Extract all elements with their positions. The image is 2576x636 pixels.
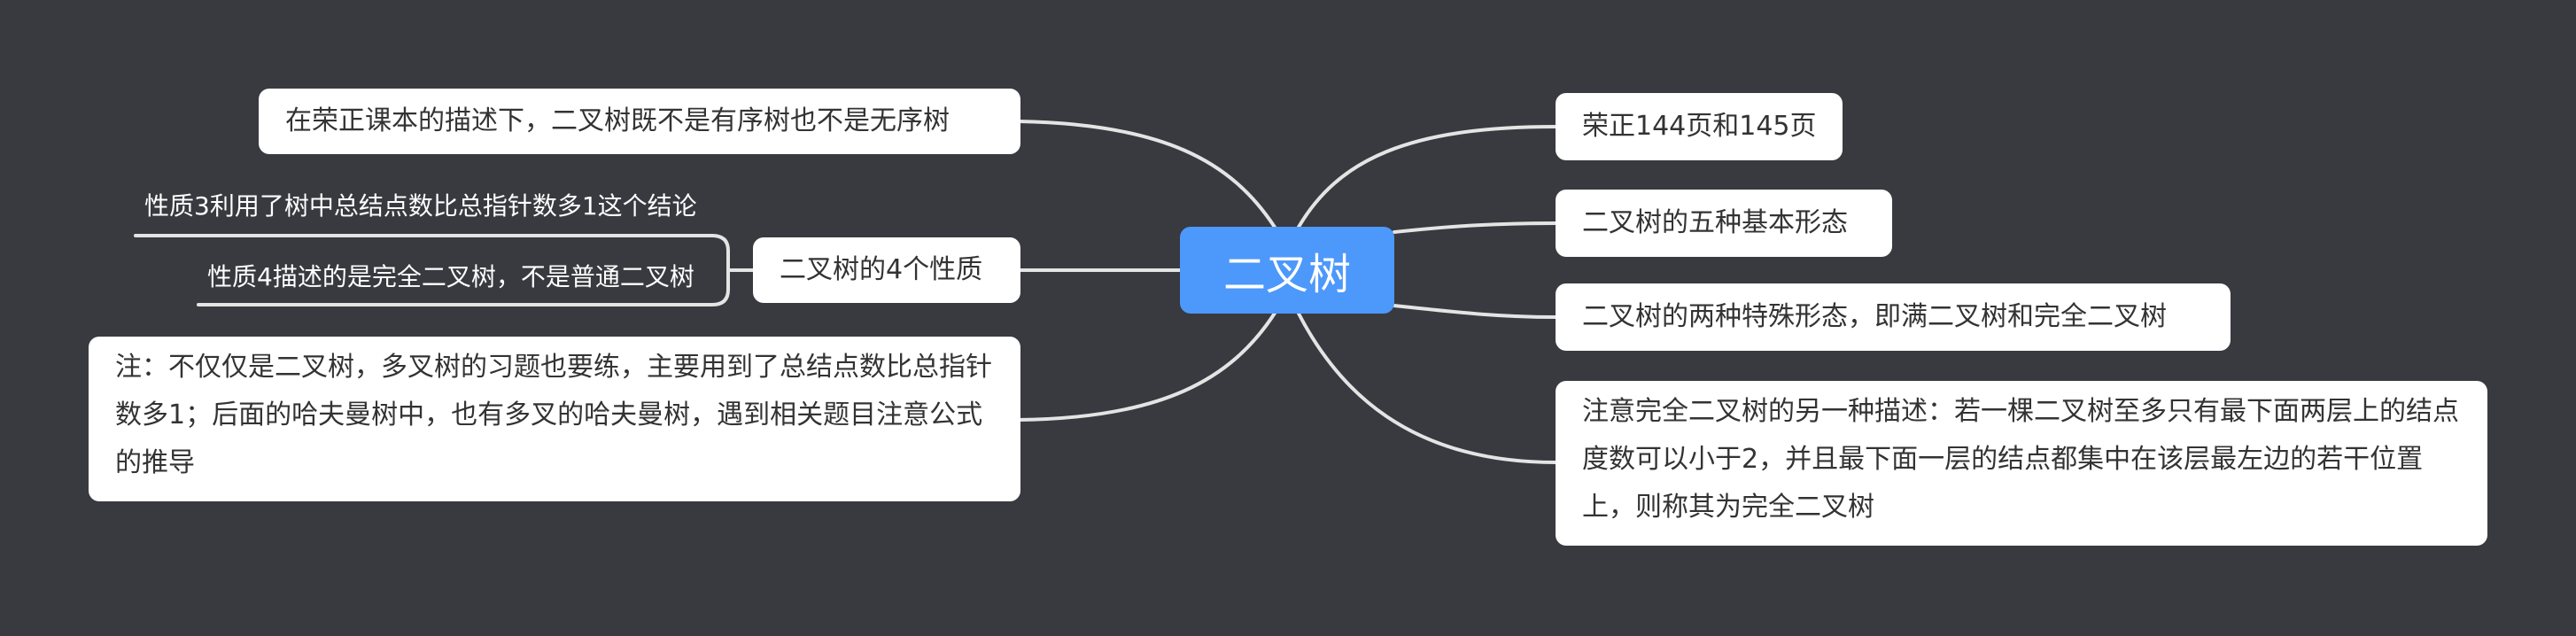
connector-root-to-note bbox=[1017, 310, 1277, 422]
connector-root-to-r1 bbox=[1296, 125, 1557, 230]
connector-root-to-r4 bbox=[1296, 310, 1557, 464]
right-node-special-forms[interactable]: 二叉树的两种特殊形态，即满二叉树和完全二叉树 bbox=[1556, 283, 2231, 351]
connector-root-to-r2 bbox=[1393, 221, 1557, 234]
property-4-text[interactable]: 性质4描述的是完全二叉树，不是普通二叉树 bbox=[207, 261, 694, 293]
right-node-five-forms[interactable]: 二叉树的五种基本形态 bbox=[1556, 190, 1892, 257]
left-node-note[interactable]: 注：不仅仅是二叉树，多叉树的习题也要练，主要用到了总结点数比总指针数多1；后面的… bbox=[89, 337, 1020, 501]
property-4-label: 性质4描述的是完全二叉树，不是普通二叉树 bbox=[207, 262, 694, 291]
left-node-properties-label: 二叉树的4个性质 bbox=[780, 254, 983, 285]
left-node-properties[interactable]: 二叉树的4个性质 bbox=[753, 237, 1020, 303]
root-node[interactable]: 二叉树 bbox=[1180, 227, 1394, 314]
left-node-textbook-label: 在荣正课本的描述下，二叉树既不是有序树也不是无序树 bbox=[285, 105, 950, 136]
right-node-pages-label: 荣正144页和145页 bbox=[1582, 111, 1817, 142]
right-node-special-forms-label: 二叉树的两种特殊形态，即满二叉树和完全二叉树 bbox=[1582, 301, 2167, 332]
property-3-text[interactable]: 性质3利用了树中总结点数比总指针数多1这个结论 bbox=[144, 190, 697, 222]
connector-properties-bracket bbox=[134, 234, 755, 306]
property-3-label: 性质3利用了树中总结点数比总指针数多1这个结论 bbox=[144, 191, 697, 221]
left-node-textbook[interactable]: 在荣正课本的描述下，二叉树既不是有序树也不是无序树 bbox=[259, 89, 1020, 154]
left-node-note-label: 注：不仅仅是二叉树，多叉树的习题也要练，主要用到了总结点数比总指针数多1；后面的… bbox=[115, 352, 992, 478]
right-node-pages[interactable]: 荣正144页和145页 bbox=[1556, 93, 1843, 160]
root-label: 二叉树 bbox=[1222, 250, 1351, 299]
connector-root-to-left-top bbox=[1017, 120, 1277, 230]
right-node-five-forms-label: 二叉树的五种基本形态 bbox=[1582, 207, 1848, 238]
right-node-complete-tree-label: 注意完全二叉树的另一种描述：若一棵二叉树至多只有最下面两层上的结点度数可以小于2… bbox=[1582, 396, 2459, 523]
connector-root-to-r3 bbox=[1393, 304, 1557, 319]
right-node-complete-tree[interactable]: 注意完全二叉树的另一种描述：若一棵二叉树至多只有最下面两层上的结点度数可以小于2… bbox=[1556, 381, 2487, 546]
